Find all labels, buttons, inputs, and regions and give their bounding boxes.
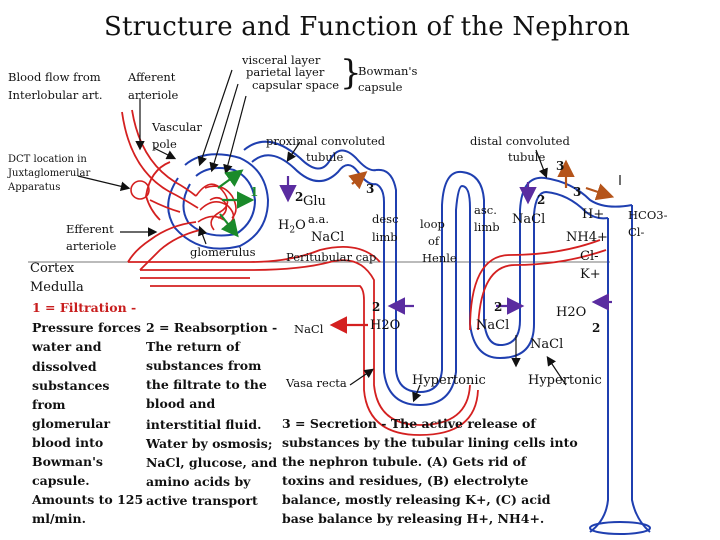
- label-efferent: Efferent: [66, 222, 114, 236]
- distal-tubule: [499, 176, 633, 359]
- label-k-plus: K+: [580, 267, 601, 282]
- juxtaglomerular-circle: [130, 180, 150, 200]
- label-cl: Cl-: [580, 249, 599, 264]
- label-afferent: Afferent: [128, 70, 176, 84]
- label-nacl-asc: NaCl: [476, 318, 510, 333]
- reabsorption-line: Water by osmosis;: [146, 436, 273, 451]
- label-proximal-tubule: tubule: [306, 150, 344, 164]
- label-hco3: HCO3-: [628, 208, 668, 222]
- secretion-line: the nephron tubule. (A) Gets rid of: [282, 454, 527, 469]
- label-limb-desc: limb: [372, 230, 398, 244]
- label-hypertonic-loop: Hypertonic: [412, 373, 486, 388]
- number-2-asc: 2: [494, 300, 503, 314]
- secretion-line: base balance by releasing H+, NH4+.: [282, 511, 545, 526]
- label-nacl-duct: NaCl: [530, 337, 564, 352]
- label-parietal-layer: parietal layer: [246, 65, 325, 79]
- filtration-line: Amounts to 125: [32, 492, 144, 507]
- label-nh4: NH4+: [566, 230, 608, 245]
- secretion-arrows: [348, 159, 615, 201]
- reabsorption-line: NaCl, glucose, and: [146, 455, 278, 470]
- label-hypertonic-duct: Hypertonic: [528, 373, 602, 388]
- label-bowmans-capsule: capsule: [358, 80, 403, 94]
- label-nacl-dct: NaCl: [512, 212, 546, 227]
- label-asc: asc.: [474, 203, 497, 217]
- label-dct-location: DCT location in: [8, 154, 87, 165]
- label-h2o-desc: H2O: [370, 318, 401, 333]
- label-cortex: Cortex: [30, 261, 75, 276]
- secretion-line: 3 = Secretion - The active release of: [282, 416, 536, 431]
- reabsorption-line: substances from: [146, 358, 262, 373]
- loop-of-henle: [375, 168, 501, 407]
- reabsorption-arrows: [279, 176, 612, 315]
- label-distal-tubule: tubule: [508, 150, 546, 164]
- filtration-line: blood into: [32, 435, 104, 450]
- label-henle: Henle: [422, 251, 457, 265]
- reabsorption-line: The return of: [146, 339, 240, 354]
- label-glu: Glu: [303, 194, 326, 209]
- label-interlobular: Interlobular art.: [8, 88, 103, 102]
- number-3-duct: 3: [573, 185, 582, 199]
- reabsorption-line: the filtrate to the: [146, 377, 267, 392]
- label-vasa-recta: Vasa recta: [286, 376, 347, 390]
- label-h2o-pct: H2O: [278, 218, 306, 236]
- label-apparatus: Apparatus: [8, 182, 61, 193]
- filtration-line: from: [32, 397, 66, 412]
- label-h2o-duct: H2O: [556, 305, 587, 320]
- page-title: Structure and Function of the Nephron: [104, 12, 631, 42]
- label-loop: loop: [420, 217, 445, 231]
- label-distal: distal convoluted: [470, 134, 570, 148]
- label-of: of: [428, 234, 440, 248]
- number-2-pct: 2: [295, 190, 304, 204]
- label-h-plus: H+: [582, 207, 605, 222]
- filtration-line: water and: [32, 339, 102, 354]
- label-nacl-medulla: NaCl: [294, 322, 324, 336]
- number-2-duct: 2: [592, 321, 601, 335]
- label-limb-asc: limb: [474, 220, 500, 234]
- filtration-line: Bowman's: [32, 454, 103, 469]
- label-bowmans: Bowman's: [358, 64, 418, 78]
- label-vascular: Vascular: [152, 120, 202, 134]
- label-desc: desc: [372, 212, 399, 226]
- filtration-line: glomerular: [32, 416, 111, 431]
- pointer-arrows: [77, 69, 621, 403]
- label-aa: a.a.: [308, 212, 330, 226]
- reabsorption-line: interstitial fluid.: [146, 417, 262, 432]
- filtration-arrows: [217, 169, 255, 238]
- secretion-line: substances by the tubular lining cells i…: [282, 435, 578, 450]
- label-cl-duct: Cl-: [628, 225, 645, 239]
- filtration-line: substances: [32, 378, 110, 393]
- filtration-line: ml/min.: [32, 511, 86, 526]
- label-capsular-space: capsular space: [252, 78, 340, 92]
- filtration-line: Pressure forces: [32, 320, 141, 335]
- filtration-line: dissolved: [32, 359, 97, 374]
- bowmans-brace: }: [340, 53, 362, 93]
- label-blood-flow: Blood flow from: [8, 70, 101, 84]
- reabsorption-line: blood and: [146, 396, 216, 411]
- reabsorption-line: amino acids by: [146, 474, 251, 489]
- number-1-glom: 1: [250, 185, 259, 199]
- label-glomerulus: glomerulus: [190, 245, 256, 259]
- label-visceral-layer: visceral layer: [242, 53, 321, 67]
- secretion-line: balance, mostly releasing K+, (C) acid: [282, 492, 551, 507]
- reabsorption-line: 2 = Reabsorption -: [146, 320, 278, 335]
- secretion-line: toxins and residues, (B) electrolyte: [282, 473, 529, 488]
- label-efferent-arteriole: arteriole: [66, 239, 117, 253]
- label-pole: pole: [152, 137, 177, 151]
- reabsorption-line: active transport: [146, 493, 258, 508]
- number-3-pct: 3: [366, 182, 375, 196]
- number-2-desc: 2: [372, 300, 381, 314]
- label-peritubular: Peritubular cap: [286, 250, 377, 264]
- glomerulus-capillaries: [195, 183, 237, 231]
- label-medulla: Medulla: [30, 280, 84, 295]
- collecting-duct: [589, 205, 651, 535]
- label-nacl-pct: NaCl: [311, 230, 345, 245]
- number-3-dct: 3: [556, 159, 565, 173]
- label-proximal: proximal convoluted: [266, 134, 386, 148]
- number-2-dct: 2: [537, 193, 546, 207]
- label-juxtaglomerular: Juxtaglomerular: [8, 168, 91, 179]
- label-afferent-arteriole: arteriole: [128, 88, 179, 102]
- filtration-line: capsule.: [32, 473, 90, 488]
- filtration-line: 1 = Filtration -: [32, 300, 137, 315]
